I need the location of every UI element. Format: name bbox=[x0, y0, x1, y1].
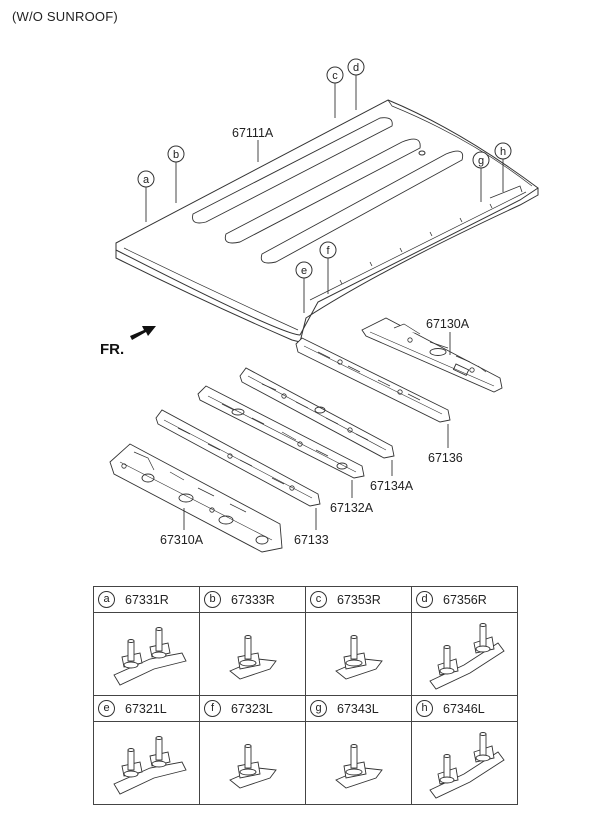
part-number: 67323L bbox=[231, 701, 273, 716]
table-cell-d: d 67356R bbox=[411, 586, 518, 696]
roof-bow-67132a bbox=[197, 385, 365, 479]
table-cell-b: b 67333R bbox=[199, 586, 306, 696]
front-direction-indicator: FR. bbox=[100, 326, 156, 358]
callout-a: a bbox=[137, 170, 155, 222]
label-roof-panel: 67111A bbox=[232, 126, 274, 140]
callout-badge: d bbox=[416, 591, 433, 608]
part-number: 67343L bbox=[337, 701, 379, 716]
roof-panel bbox=[115, 99, 539, 343]
rear-roof-rail bbox=[361, 317, 503, 393]
table-cell-a: a 67331R bbox=[93, 586, 200, 696]
part-number: 67356R bbox=[443, 592, 487, 607]
callout-g: g bbox=[472, 151, 490, 202]
double-bracket-clip-icon bbox=[113, 627, 187, 686]
svg-text:a: a bbox=[143, 174, 150, 186]
callout-f: f bbox=[319, 241, 337, 294]
callout-badge: f bbox=[204, 700, 221, 717]
svg-text:e: e bbox=[301, 265, 307, 277]
label-roof-bow-67133: 67133 bbox=[294, 533, 329, 547]
svg-text:FR.: FR. bbox=[100, 341, 124, 358]
table-cell-c: c 67353R bbox=[305, 586, 412, 696]
front-roof-rail bbox=[109, 443, 283, 553]
roof-bow-67134a bbox=[239, 367, 395, 459]
table-cell-f: f 67323L bbox=[199, 695, 306, 805]
fastener-parts-table: a 67331R b 67333R c 67353R bbox=[93, 586, 518, 805]
roof-bow-67136 bbox=[295, 337, 451, 423]
callout-d: d bbox=[347, 58, 365, 110]
table-cell-g: g 67343L bbox=[305, 695, 412, 805]
double-bracket-clip-icon bbox=[113, 736, 187, 795]
callout-b: b bbox=[167, 145, 185, 203]
part-number: 67353R bbox=[337, 592, 381, 607]
callout-badge: e bbox=[98, 700, 115, 717]
svg-text:b: b bbox=[173, 149, 179, 161]
exploded-roof-diagram: a b c d e f g h 67111A FR. bbox=[100, 58, 539, 553]
callout-badge: h bbox=[416, 700, 433, 717]
callout-badge: a bbox=[98, 591, 115, 608]
svg-text:f: f bbox=[326, 245, 330, 257]
single-bracket-clip-icon bbox=[335, 744, 383, 789]
table-cell-h: h 67346L bbox=[411, 695, 518, 805]
callout-badge: c bbox=[310, 591, 327, 608]
label-roof-bow-67134a: 67134A bbox=[370, 479, 414, 493]
roof-bow-67133 bbox=[155, 409, 321, 507]
table-cell-e: e 67321L bbox=[93, 695, 200, 805]
double-bracket-clip-icon bbox=[429, 732, 505, 799]
front-arrow-icon bbox=[130, 326, 156, 340]
callout-badge: b bbox=[204, 591, 221, 608]
label-front-roof-rail: 67310A bbox=[160, 533, 204, 547]
part-number: 67346L bbox=[443, 701, 485, 716]
callout-h: h bbox=[494, 142, 512, 192]
label-rear-roof-rail: 67130A bbox=[426, 317, 470, 331]
part-number: 67321L bbox=[125, 701, 167, 716]
single-bracket-clip-icon bbox=[335, 635, 383, 680]
single-bracket-clip-icon bbox=[229, 635, 277, 680]
callout-badge: g bbox=[310, 700, 327, 717]
header-note: (W/O SUNROOF) bbox=[12, 9, 118, 24]
svg-text:c: c bbox=[332, 70, 338, 82]
callout-c: c bbox=[326, 66, 344, 118]
svg-text:h: h bbox=[500, 146, 506, 158]
part-number: 67333R bbox=[231, 592, 275, 607]
svg-text:d: d bbox=[353, 62, 359, 74]
label-roof-bow-67132a: 67132A bbox=[330, 501, 374, 515]
double-bracket-clip-icon bbox=[429, 623, 505, 690]
label-roof-bow-67136: 67136 bbox=[428, 451, 463, 465]
single-bracket-clip-icon bbox=[229, 744, 277, 789]
callout-e: e bbox=[295, 261, 313, 313]
svg-text:g: g bbox=[478, 155, 484, 167]
part-number: 67331R bbox=[125, 592, 169, 607]
